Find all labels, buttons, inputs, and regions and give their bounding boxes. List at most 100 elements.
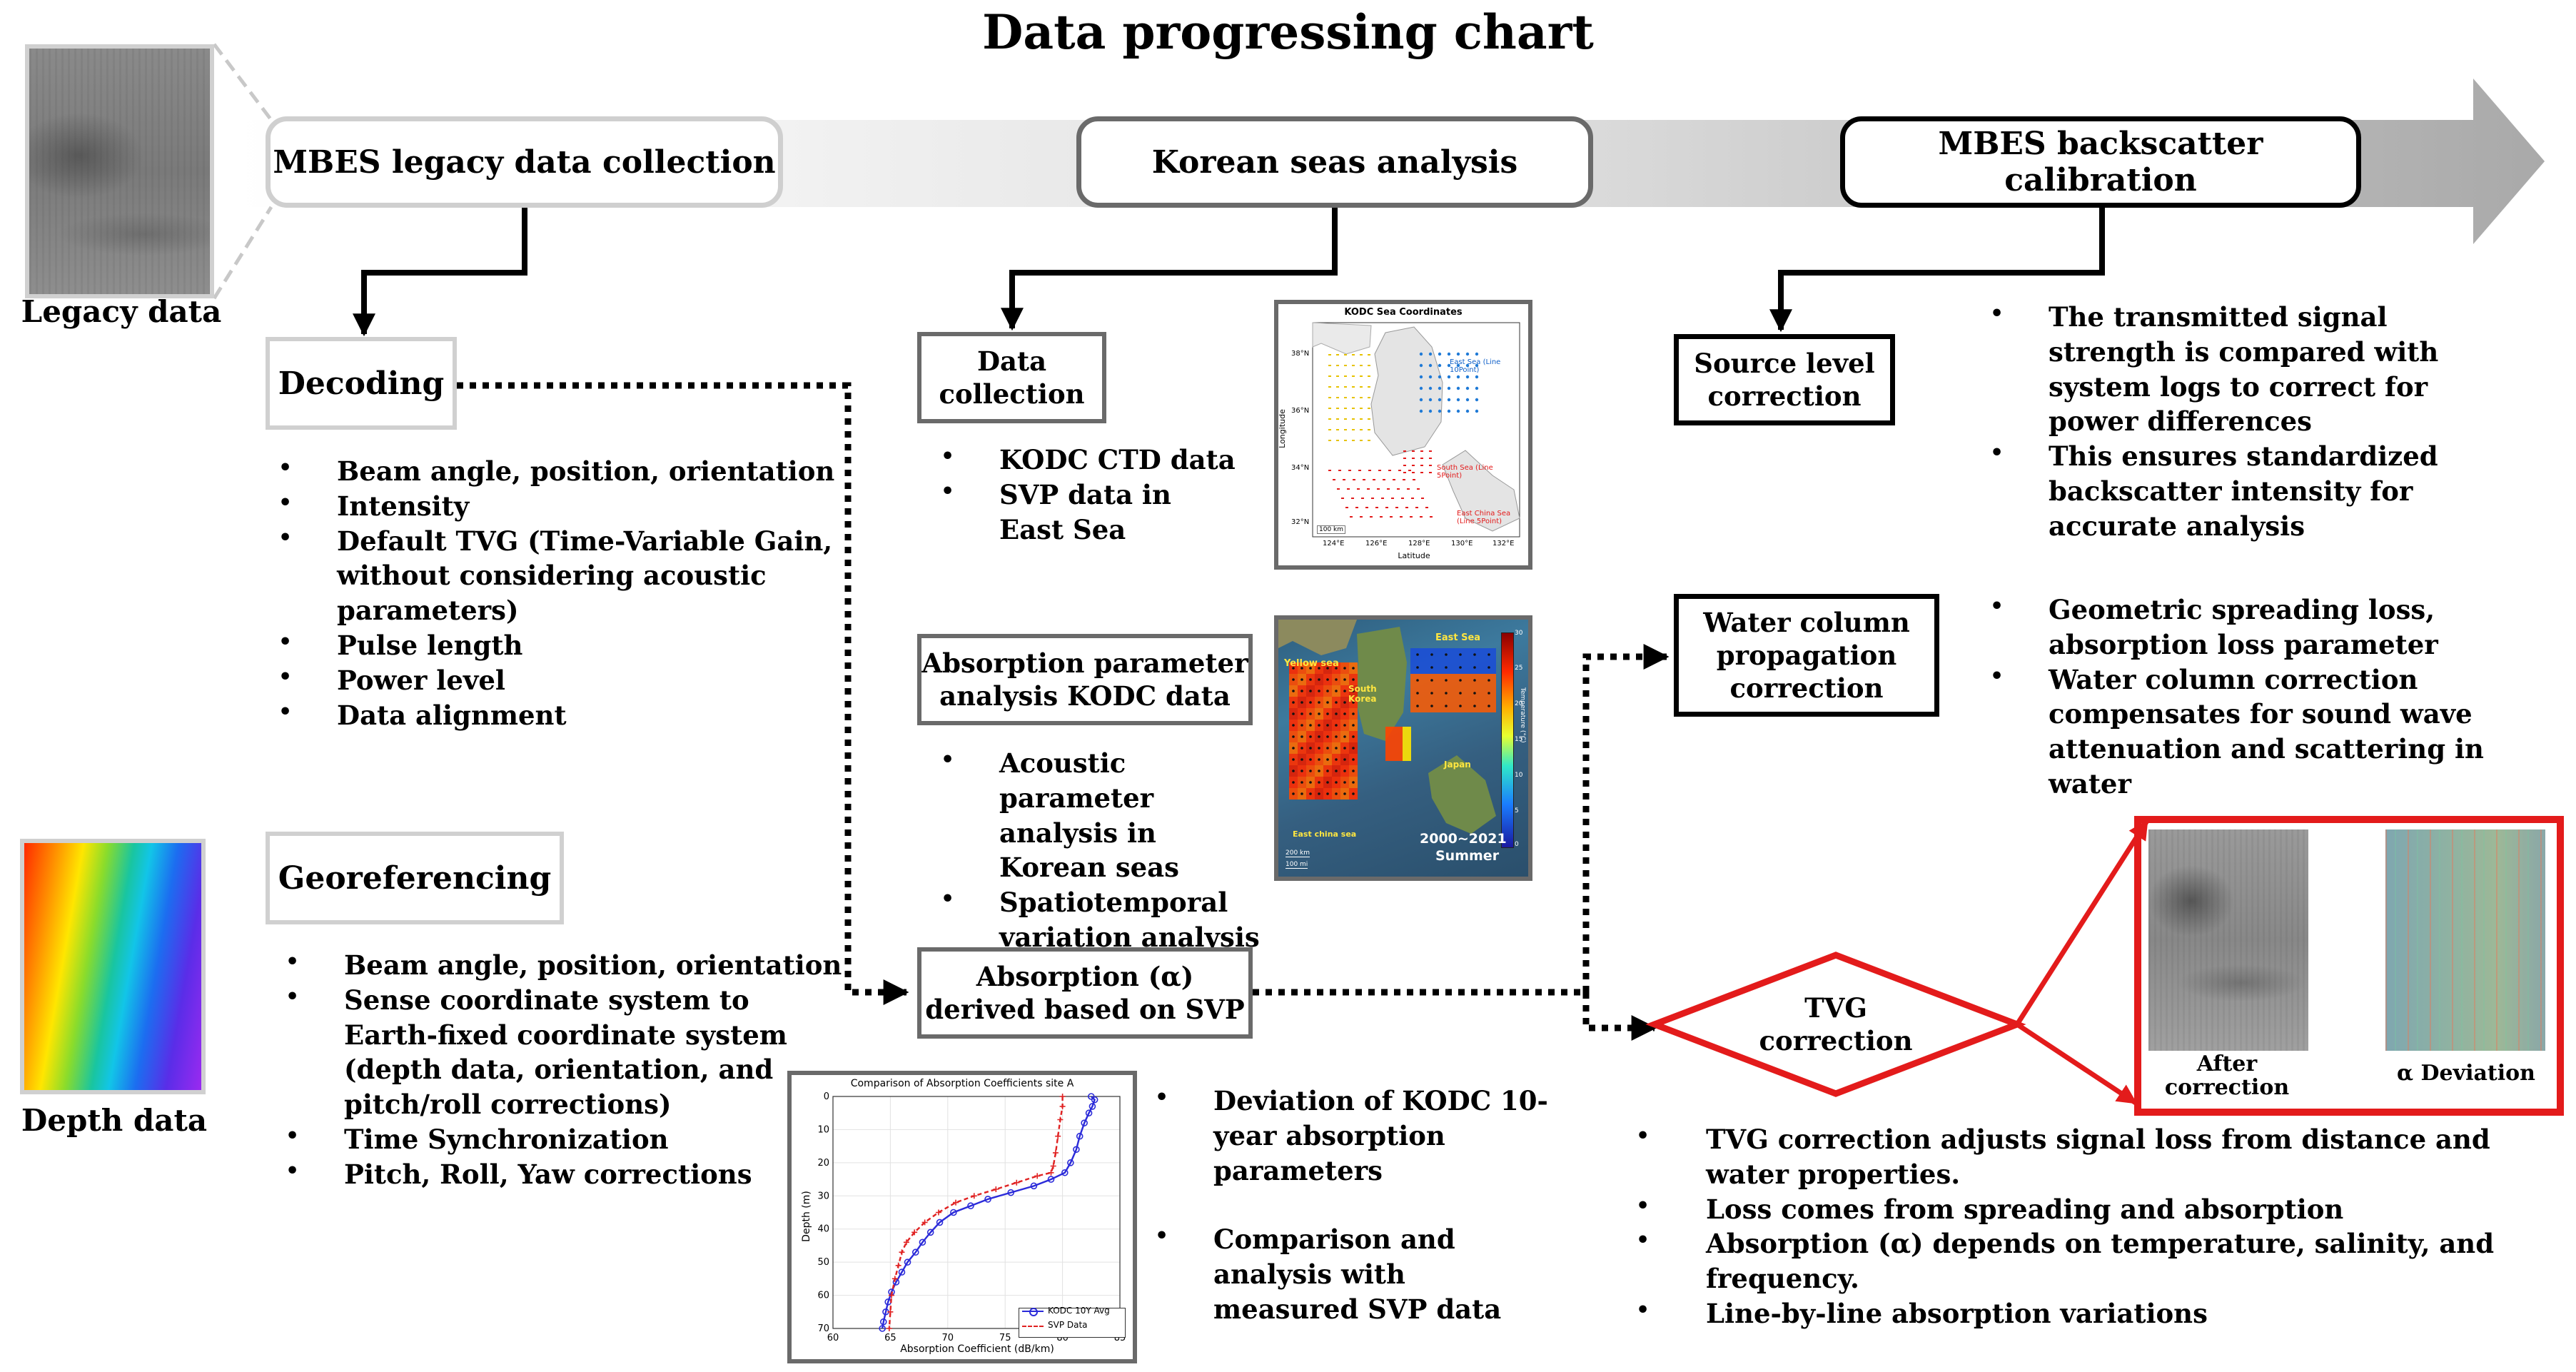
- station-dot: [1429, 465, 1432, 466]
- station-dot: [1429, 458, 1432, 459]
- data-point: [967, 1202, 974, 1210]
- data-point: [1085, 1109, 1093, 1117]
- heat-station: [1459, 679, 1462, 682]
- station-dot: [1465, 386, 1470, 390]
- station-dot: [1456, 352, 1460, 356]
- heat-station: [1300, 712, 1303, 715]
- heat-station: [1318, 724, 1320, 727]
- data-point: [921, 1219, 928, 1226]
- station-dot: [1368, 386, 1370, 388]
- heat-station: [1335, 724, 1338, 727]
- heat-station: [1326, 667, 1329, 670]
- heat-station: [1335, 712, 1338, 715]
- station-dot: [1352, 408, 1355, 409]
- tvg-to-result-arrow-down: [2016, 1022, 2138, 1105]
- heat-station: [1459, 666, 1462, 669]
- station-dot: [1336, 429, 1339, 430]
- heat-station: [1430, 666, 1433, 669]
- heat-station: [1445, 705, 1448, 707]
- station-dot: [1456, 386, 1460, 390]
- data-collection-list: KODC CTD data SVP data in East Sea: [941, 443, 1241, 547]
- station-dot: [1417, 488, 1420, 490]
- heat-station: [1343, 690, 1346, 692]
- data-point: [911, 1229, 918, 1236]
- heat-station: [1292, 712, 1295, 715]
- y-tick-label: 40: [817, 1224, 829, 1235]
- station-dot: [1412, 458, 1415, 459]
- heat-station: [1343, 747, 1346, 750]
- heat-station: [1292, 701, 1295, 704]
- station-dot: [1438, 375, 1442, 379]
- kodc-map-ylabel: Longitude: [1277, 409, 1287, 448]
- data-point: [1050, 1163, 1056, 1169]
- y-tick-label: 50: [817, 1257, 829, 1268]
- station-dot: [1344, 429, 1347, 430]
- tvg-label-box: TVG correction: [1742, 989, 1930, 1060]
- heat-station: [1473, 653, 1476, 656]
- heat-station: [1292, 792, 1295, 795]
- water-column-list: Geometric spreading loss, absorption los…: [1990, 592, 2554, 802]
- data-collection-item: SVP data in East Sea: [941, 478, 1241, 548]
- station-dot: [1456, 398, 1460, 402]
- legend-series-name: KODC 10Y Avg: [1048, 1306, 1110, 1316]
- heat-station: [1352, 712, 1355, 715]
- heat-station: [1326, 724, 1329, 727]
- chart-legend: KODC 10Y Avg SVP Data: [1019, 1306, 1126, 1338]
- data-point: [898, 1268, 906, 1276]
- station-dot: [1345, 507, 1348, 508]
- heat-station: [1335, 735, 1338, 738]
- station-dot: [1403, 465, 1406, 466]
- heat-station: [1300, 667, 1303, 670]
- heat-station: [1487, 653, 1490, 656]
- heat-station: [1352, 758, 1355, 761]
- station-dot: [1447, 352, 1451, 356]
- kodc-xtick: 130°E: [1451, 540, 1473, 548]
- station-dot: [1456, 375, 1460, 379]
- station-dot: [1368, 408, 1370, 409]
- georeferencing-box: Georeferencing: [266, 832, 564, 924]
- decoding-item: Power level: [278, 663, 842, 698]
- station-dot: [1336, 408, 1339, 409]
- data-point: [1081, 1119, 1088, 1126]
- tvg-item: Absorption (α) depends on temperature, s…: [1636, 1226, 2571, 1296]
- heat-station: [1318, 667, 1320, 670]
- heat-station: [1343, 712, 1346, 715]
- heat-station: [1326, 690, 1329, 692]
- page-title: Data progressing chart: [982, 4, 1594, 60]
- legend-series-name: SVP Data: [1048, 1320, 1088, 1330]
- temperature-map: 30 25 20 15 10 5 0 Temperature (°C) East…: [1274, 615, 1532, 881]
- station-dot: [1344, 386, 1347, 388]
- temperature-heat-grid: [1289, 648, 1496, 800]
- station-dot: [1430, 516, 1433, 518]
- station-dot: [1328, 470, 1331, 471]
- absorption-derived-box: Absorption (α) derived based on SVP: [917, 947, 1253, 1039]
- station-dot: [1419, 409, 1423, 413]
- heat-station: [1445, 679, 1448, 682]
- tvg-label: TVG correction: [1759, 992, 1913, 1056]
- heat-station: [1326, 747, 1329, 750]
- after-correction-image: [2148, 829, 2308, 1051]
- heat-station: [1445, 653, 1448, 656]
- data-point: [879, 1318, 887, 1326]
- data-point: [993, 1186, 999, 1192]
- heat-station: [1352, 667, 1355, 670]
- station-dot: [1428, 398, 1433, 402]
- y-tick-label: 30: [817, 1191, 829, 1201]
- station-dot: [1405, 507, 1408, 508]
- kodc-ytick: 34°N: [1291, 464, 1310, 472]
- tvg-item: TVG correction adjusts signal loss from …: [1636, 1122, 2571, 1192]
- station-dot: [1447, 375, 1451, 379]
- temperature-map-plot: [1278, 620, 1496, 834]
- station-dot: [1475, 363, 1479, 368]
- data-point: [950, 1209, 957, 1216]
- station-dot: [1415, 507, 1418, 508]
- station-dot: [1360, 386, 1363, 388]
- heat-station: [1300, 770, 1303, 772]
- station-dot: [1360, 408, 1363, 409]
- station-dot: [1380, 516, 1383, 518]
- station-dot: [1344, 397, 1347, 398]
- temp-season: Summer: [1435, 848, 1500, 864]
- station-dot: [1360, 375, 1363, 377]
- station-dot: [1338, 470, 1341, 471]
- kodc-label-ecs: East China Sea (Line 5Point): [1457, 510, 1511, 525]
